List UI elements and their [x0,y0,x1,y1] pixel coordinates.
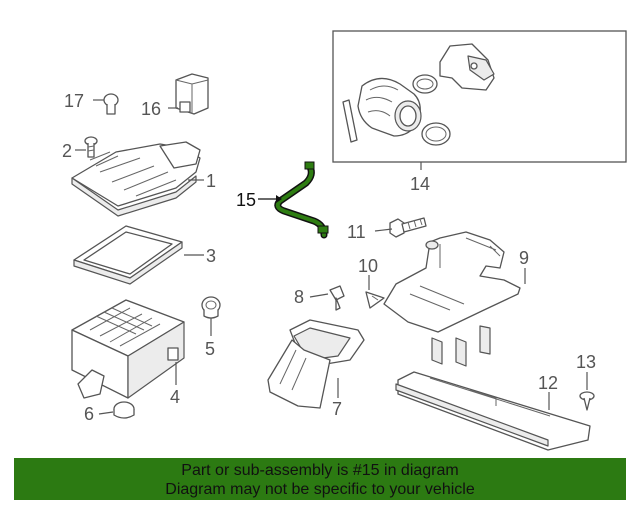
part-4-lower-housing [71,299,185,399]
part-14-inset [332,30,627,163]
callout-4: 4 [170,387,180,407]
callout-13: 13 [576,352,596,372]
part-11-bolt [389,217,427,238]
callout-12: 12 [538,373,558,393]
callout-9: 9 [519,248,529,268]
callout-10: 10 [358,256,378,276]
callout-11: 11 [347,222,366,242]
part-5-grommet [201,296,221,319]
part-16-sensor [175,73,209,115]
callout-1: 1 [206,171,216,191]
callout-17: 17 [64,91,84,111]
part-2-screw [84,136,98,158]
part-17-grommet [103,93,119,115]
callout-8: 8 [294,287,304,307]
part-13-pin [579,391,595,411]
part-1-cover [71,141,201,217]
callout-15: 15 [236,190,256,210]
callout-6: 6 [84,404,94,424]
banner-line-1: Part or sub-assembly is #15 in diagram [181,462,459,479]
callout-14: 14 [410,174,430,194]
part-12-panel [395,371,591,451]
callout-16: 16 [141,99,161,119]
callout-5: 5 [205,339,215,359]
part-7-duct [267,319,365,409]
banner-line-2: Diagram may not be specific to your vehi… [165,481,475,498]
leader-lines [75,99,588,415]
part-10-clip [365,291,385,309]
callout-labels: 17 16 2 1 3 5 4 6 15 14 11 10 9 8 7 12 1… [62,91,596,424]
part-15-pcv-tube [274,161,329,239]
callout-2: 2 [62,141,72,161]
callout-3: 3 [206,246,216,266]
part-9-resonator [383,231,521,367]
part-6-grommet [113,401,135,419]
info-banner: Part or sub-assembly is #15 in diagram D… [14,458,626,500]
part-3-filter [73,225,183,285]
callout-7: 7 [332,399,342,419]
part-8-pin [329,285,345,311]
